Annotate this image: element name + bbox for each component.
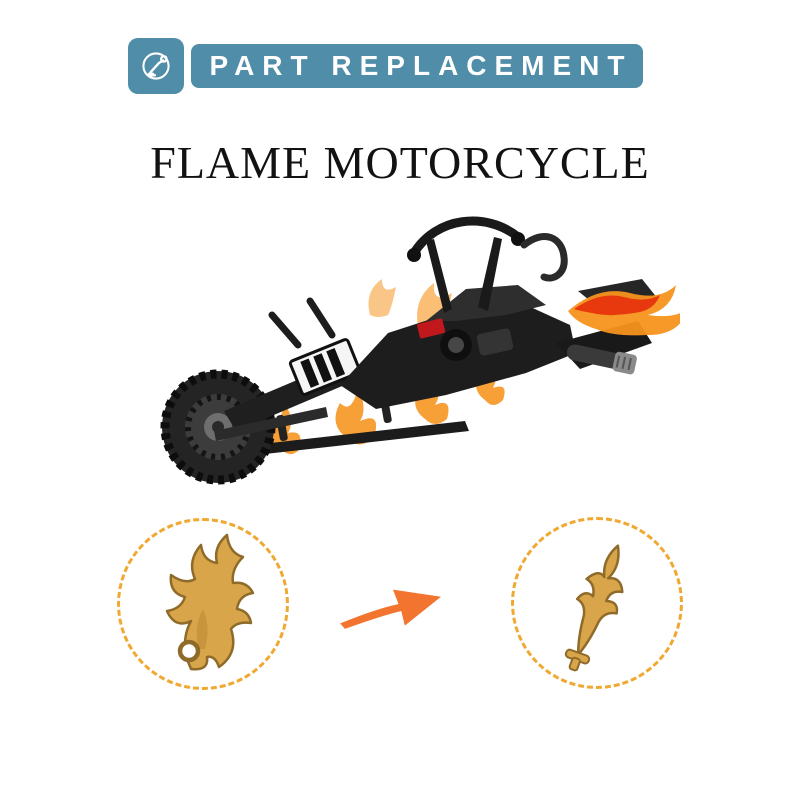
red-flame [568,285,680,336]
before-part-circle [117,518,289,690]
striped-plate [288,338,362,396]
product-title: FLAME MOTORCYCLE [150,137,650,188]
flame-motorcycle-photo [120,195,680,495]
right-arrow [340,589,441,629]
header: PART REPLACEMENT [128,38,643,94]
robot-arm-tool-icon [142,52,170,80]
gold-flame-blade [564,544,624,672]
header-icon-box [128,38,184,94]
after-part-circle [511,517,683,689]
banner-label: PART REPLACEMENT [209,50,633,81]
exhaust [566,344,637,375]
gold-flame-ornament [165,533,255,671]
header-banner: PART REPLACEMENT [191,44,643,88]
flame-motorcycle-illustration [160,216,680,485]
replacement-arrow-icon [332,572,450,645]
